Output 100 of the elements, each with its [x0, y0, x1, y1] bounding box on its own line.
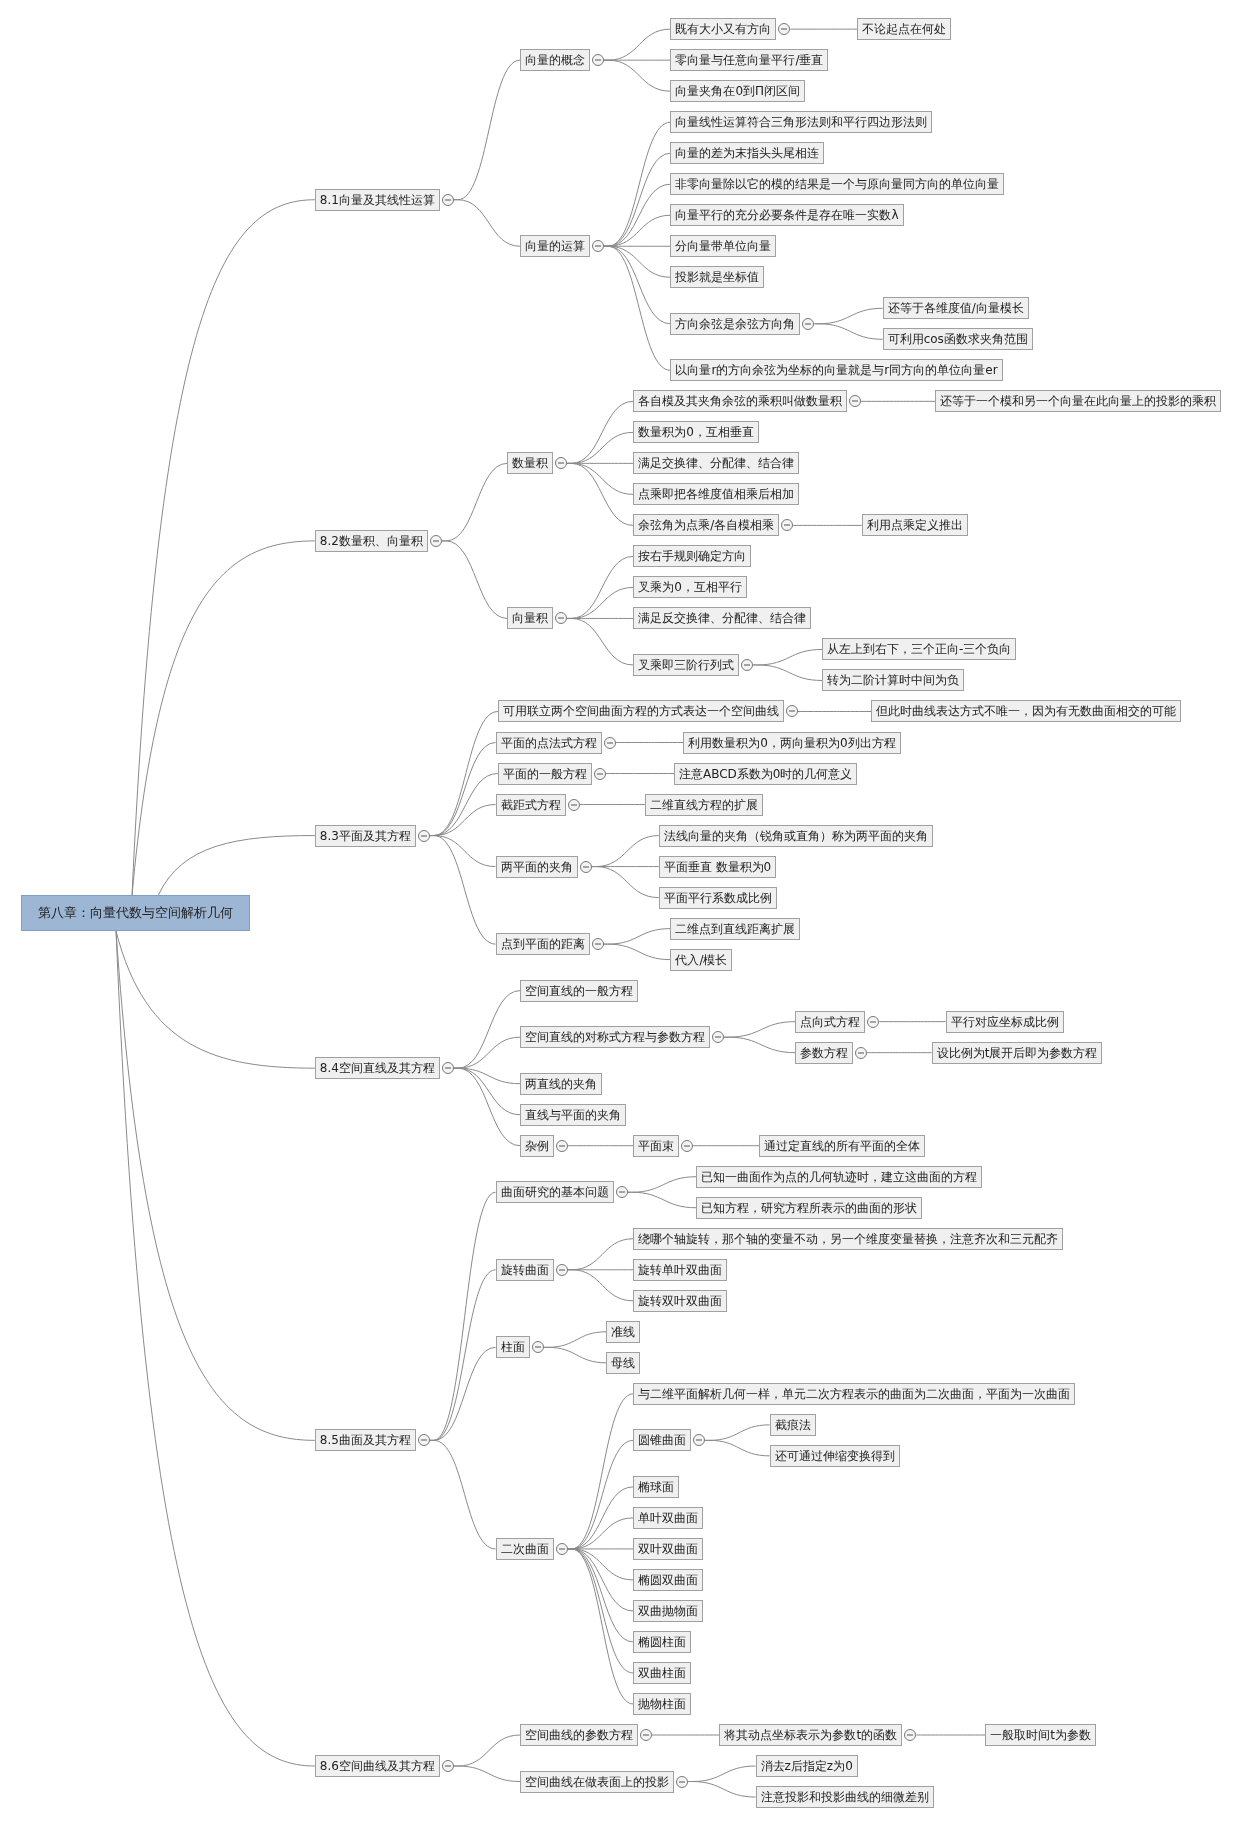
topic-box: 平面平行系数成比例	[658, 886, 777, 909]
topic-box: 按右手规则确定方向	[633, 545, 752, 568]
topic-box: 余弦角为点乘/各自模相乘	[633, 514, 780, 537]
connector-line	[543, 1346, 607, 1364]
topic-box: 还等于一个模和另一个向量在此向量上的投影的乘积	[935, 390, 1222, 413]
topic-box: 空间直线的一般方程	[520, 979, 639, 1002]
connector-line	[605, 773, 675, 774]
connector-line	[915, 1734, 986, 1736]
connector-line	[603, 245, 671, 371]
topic-box: 代入/模长	[670, 948, 733, 971]
topic-box: 不论起点在何处	[857, 18, 951, 41]
topic-box: 平面的一般方程	[497, 762, 592, 785]
connector-line	[566, 617, 634, 666]
connector-line	[567, 1269, 634, 1302]
topic-box: 杂例	[520, 1134, 555, 1157]
topic-box: 从左上到右下，三个正向-三个负向	[822, 638, 1017, 661]
topic-box: 可用联立两个空间曲面方程的方式表达一个空间曲线	[497, 700, 784, 723]
topic-box: 旋转曲面	[495, 1258, 554, 1281]
topic-box: 两平面的夹角	[495, 855, 578, 878]
topic-box: 椭圆柱面	[633, 1630, 692, 1653]
topic-box: 双曲柱面	[633, 1661, 692, 1684]
topic-box: 注意ABCD系数为0时的几何意义	[673, 762, 858, 785]
topic-box: 旋转双叶双曲面	[633, 1289, 728, 1312]
topic-box: 空间曲线的参数方程	[520, 1724, 639, 1746]
topic-box: 叉乘即三阶行列式	[633, 653, 740, 676]
connector-line	[453, 1067, 521, 1147]
topic-box: 满足交换律、分配律、结合律	[633, 452, 800, 475]
topic-box: 方向余弦是余弦方向角	[670, 312, 801, 335]
topic-box: 椭圆双曲面	[633, 1568, 704, 1591]
topic-box: 点到平面的距离	[495, 933, 590, 956]
connector-line	[878, 1021, 947, 1023]
connector-line	[579, 804, 646, 806]
topic-box: 圆锥曲面	[633, 1429, 692, 1452]
connector-line	[813, 323, 884, 340]
topic-box: 设比例为t展开后即为参数方程	[931, 1041, 1103, 1064]
connector-line	[692, 1145, 760, 1147]
topic-box: 双曲抛物面	[633, 1599, 704, 1622]
connector-line	[131, 199, 316, 896]
topic-box: 利用点乘定义推出	[861, 514, 968, 537]
connector-line	[566, 462, 634, 526]
topic-box: 数量积	[507, 452, 554, 475]
topic-box: 以向量r的方向余弦为坐标的向量就是与r同方向的单位向量er	[670, 359, 1003, 382]
connector-line	[453, 1765, 521, 1783]
topic-box: 8.4空间直线及其方程	[314, 1057, 440, 1080]
connector-line	[797, 711, 872, 712]
topic-box: 与二维平面解析几何一样，单元二次方程表示的曲面为二次曲面，平面为一次曲面	[633, 1382, 1076, 1405]
connector-line	[131, 540, 316, 896]
topic-box: 转为二阶计算时中间为负	[822, 669, 964, 692]
topic-box: 各自模及其夹角余弦的乘积叫做数量积	[633, 390, 848, 413]
topic-box: 椭球面	[633, 1475, 680, 1498]
topic-box: 平面的点法式方程	[495, 731, 602, 754]
topic-box: 直线与平面的夹角	[520, 1103, 627, 1126]
connector-line	[615, 742, 684, 743]
topic-box: 向量平行的充分必要条件是存在唯一实数λ	[670, 204, 904, 227]
topic-box: 向量夹角在0到Π闭区间	[670, 80, 806, 103]
central-topic: 第八章：向量代数与空间解析几何	[21, 895, 250, 932]
topic-box: 非零向量除以它的模的结果是一个与原向量同方向的单位向量	[670, 173, 1005, 196]
topic-box: 向量积	[507, 607, 554, 630]
connector-line	[792, 524, 863, 526]
connector-line	[723, 1036, 796, 1054]
topic-box: 双叶双曲面	[633, 1537, 704, 1560]
topic-box: 向量的差为末指头头尾相连	[670, 142, 825, 165]
topic-box: 抛物柱面	[633, 1693, 692, 1715]
topic-box: 点向式方程	[795, 1010, 866, 1033]
topic-box: 平行对应坐标成比例	[945, 1010, 1064, 1033]
topic-box: 截痕法	[769, 1413, 816, 1436]
topic-box: 二维直线方程的扩展	[644, 793, 763, 816]
connector-line	[441, 540, 508, 619]
topic-box: 还等于各维度值/向量模长	[882, 297, 1029, 320]
topic-box: 还可通过伸缩变换得到	[769, 1444, 900, 1467]
topic-box: 数量积为0，互相垂直	[633, 421, 759, 444]
topic-box: 注意投影和投影曲线的细微差别	[755, 1786, 934, 1809]
connector-line	[603, 59, 671, 92]
connector-line	[789, 28, 858, 30]
topic-box: 旋转单叶双曲面	[633, 1258, 728, 1281]
topic-box: 满足反交换律、分配律、结合律	[633, 607, 812, 630]
topic-box: 分向量带单位向量	[670, 235, 777, 258]
topic-box: 空间直线的对称式方程与参数方程	[520, 1026, 711, 1049]
topic-box: 8.5曲面及其方程	[314, 1429, 416, 1452]
topic-box: 叉乘为0，互相平行	[633, 576, 747, 599]
topic-box: 参数方程	[795, 1041, 854, 1064]
topic-box: 既有大小又有方向	[670, 18, 777, 41]
topic-box: 空间曲线在做表面上的投影	[520, 1770, 675, 1793]
connector-line	[752, 664, 823, 681]
topic-box: 曲面研究的基本问题	[495, 1181, 614, 1204]
connector-line	[157, 835, 316, 896]
topic-box: 将其动点坐标表示为参数t的函数	[719, 1724, 903, 1746]
topic-box: 已知一曲面作为点的几何轨迹时，建立这曲面的方程	[696, 1165, 983, 1188]
connector-line	[687, 1781, 757, 1798]
topic-box: 8.2数量积、向量积	[314, 529, 428, 552]
topic-box: 两直线的夹角	[520, 1072, 603, 1095]
topic-box: 准线	[606, 1320, 641, 1343]
topic-box: 消去z后指定z为0	[755, 1755, 858, 1777]
topic-box: 二次曲面	[495, 1537, 554, 1560]
topic-box: 8.6空间曲线及其方程	[314, 1755, 440, 1777]
topic-box: 向量线性运算符合三角形法则和平行四边形法则	[670, 111, 933, 134]
topic-box: 零向量与任意向量平行/垂直	[670, 49, 829, 72]
connector-line	[115, 930, 316, 1767]
topic-box: 投影就是坐标值	[670, 266, 765, 289]
topic-box: 平面束	[633, 1134, 680, 1157]
